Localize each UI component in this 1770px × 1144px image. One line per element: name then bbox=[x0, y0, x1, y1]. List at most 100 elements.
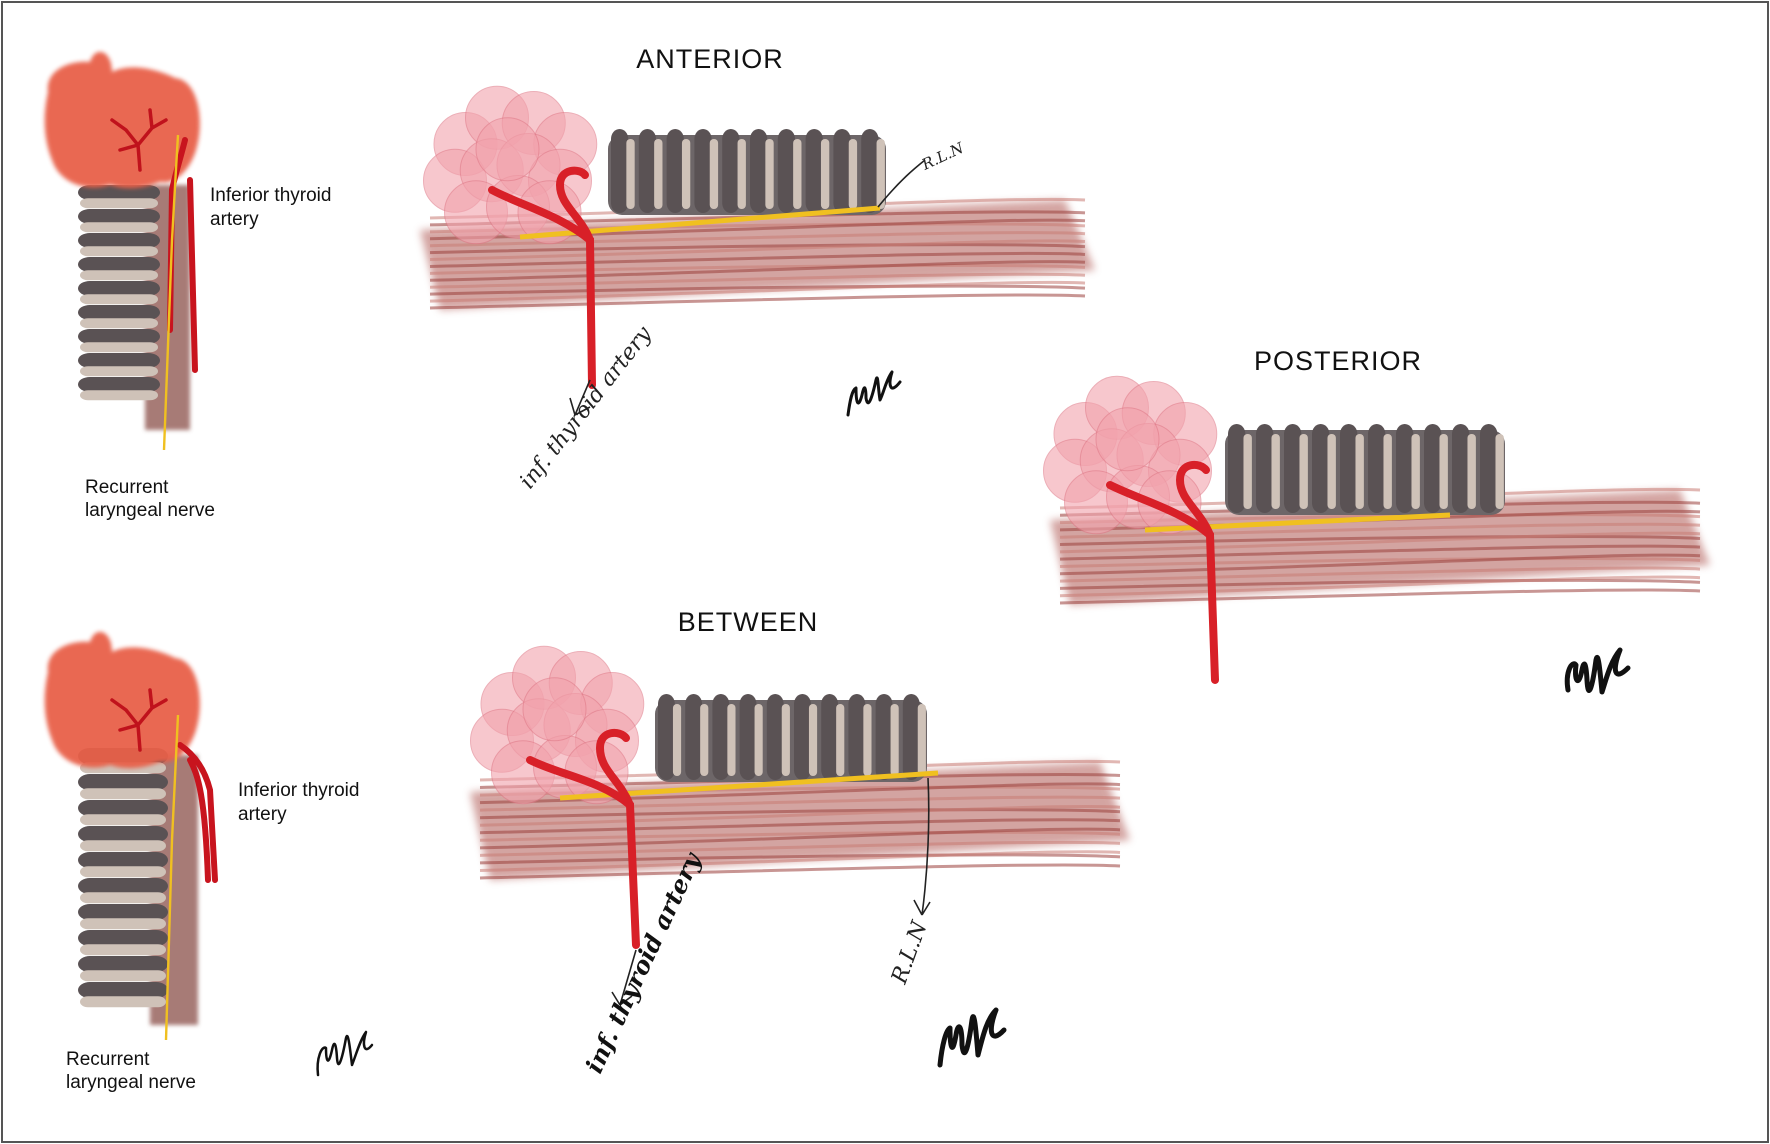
muscle-fiber bbox=[479, 830, 1121, 842]
cartilage-gap bbox=[781, 704, 790, 776]
nerve-label-line-2: laryngeal nerve bbox=[85, 500, 215, 521]
cartilage-gap bbox=[727, 704, 736, 776]
muscle-fiber bbox=[429, 260, 1086, 282]
muscle-fiber bbox=[429, 239, 1086, 262]
trachea-ring-dark bbox=[78, 233, 160, 248]
muscle-fiber bbox=[479, 863, 1121, 880]
cartilage-ring bbox=[658, 694, 675, 780]
cartilage-gap bbox=[1299, 434, 1308, 509]
cartilage-ring bbox=[750, 129, 768, 213]
muscle-fiber bbox=[479, 853, 1121, 865]
trachea-ring-dark bbox=[78, 878, 168, 895]
trachea-ring-dark bbox=[78, 826, 168, 843]
cartilage-ring bbox=[1312, 424, 1330, 513]
artery-leader-arrow bbox=[569, 379, 591, 416]
nerve-label-line-2: laryngeal nerve bbox=[66, 1072, 196, 1093]
cartilage-gap bbox=[890, 704, 899, 776]
muscle-fiber bbox=[429, 293, 1086, 310]
recurrent-laryngeal-nerve bbox=[164, 714, 180, 1041]
artery-leader-arrow bbox=[611, 949, 637, 1006]
thyroid-artery-branches bbox=[110, 688, 168, 752]
cartilage-gap bbox=[917, 704, 926, 776]
cartilage-ring bbox=[638, 129, 657, 213]
cartilage-gap bbox=[700, 704, 709, 776]
cartilage-gap bbox=[1355, 434, 1364, 509]
thyroid-gland bbox=[44, 51, 200, 189]
trachea-ring-light bbox=[80, 246, 158, 257]
trachea-ring-light bbox=[80, 390, 158, 401]
trachea-cartilage bbox=[655, 694, 927, 782]
nerve-label-line-1: Recurrent bbox=[85, 477, 169, 498]
trachea-cartilage bbox=[1225, 424, 1505, 515]
trachea-ring-dark bbox=[78, 353, 160, 368]
artery-label-line-1: Inferior thyroid bbox=[210, 185, 331, 206]
anterior-view: inf. thyroid artery R.L.N bbox=[420, 85, 1095, 494]
trachea-ring-dark bbox=[78, 281, 160, 296]
trachea-ring-dark bbox=[78, 982, 168, 999]
cartilage-gap bbox=[1495, 434, 1504, 509]
trachea-ring-light bbox=[80, 270, 158, 281]
side-view-1-trachea bbox=[78, 185, 190, 430]
anterior-title: ANTERIOR bbox=[636, 44, 784, 74]
cartilage-gap bbox=[1439, 434, 1448, 509]
cartilage-gap bbox=[1411, 434, 1420, 509]
recurrent-laryngeal-nerve bbox=[162, 134, 180, 451]
cartilage-gap bbox=[1467, 434, 1476, 509]
trachea-ring-light bbox=[80, 318, 158, 329]
trachea-ring-light bbox=[80, 970, 166, 982]
cartilage-ring bbox=[1228, 424, 1246, 513]
cartilage-gap bbox=[654, 139, 663, 209]
cartilage-gap bbox=[808, 704, 818, 776]
muscle-fiber bbox=[1059, 553, 1701, 576]
trachea-ring-dark bbox=[78, 956, 168, 973]
side-view-1: Inferior thyroid artery Recurrent laryng… bbox=[44, 51, 331, 521]
cartilage-gap bbox=[836, 704, 845, 776]
signature-mark bbox=[937, 1007, 1007, 1068]
cartilage-ring bbox=[1256, 424, 1274, 513]
trachea-ring-dark bbox=[78, 904, 168, 921]
signature-mark bbox=[316, 1030, 374, 1077]
artery-loop bbox=[595, 728, 634, 809]
cartilage-ring bbox=[833, 129, 851, 213]
thyroid-gland bbox=[44, 631, 200, 769]
muscle-fiber bbox=[479, 808, 1121, 820]
cartilage-ring bbox=[848, 694, 866, 780]
cartilage-gap bbox=[1383, 434, 1392, 509]
muscle-fiber bbox=[429, 272, 1086, 289]
cartilage-gap bbox=[1271, 434, 1280, 509]
cartilage-ring bbox=[1452, 424, 1470, 513]
artery-loop bbox=[1175, 460, 1214, 539]
thyroid-lobule bbox=[522, 677, 587, 742]
cartilage-ring bbox=[861, 129, 879, 213]
muscle-fiber bbox=[429, 251, 1086, 268]
signature-mark bbox=[1564, 647, 1631, 695]
cartilage-ring bbox=[712, 694, 730, 780]
muscle-fiber bbox=[1059, 566, 1701, 583]
cartilage-ring bbox=[685, 694, 703, 780]
cartilage-ring bbox=[821, 694, 839, 780]
muscle-fiber bbox=[429, 280, 1086, 303]
trachea-ring-dark bbox=[78, 305, 160, 320]
muscle-fiber bbox=[479, 805, 1121, 827]
trachea-cartilage bbox=[608, 129, 886, 215]
cartilage-ring bbox=[1368, 424, 1386, 513]
side-view-2-trachea bbox=[78, 748, 198, 1025]
between-view: inf. thyroid artery R.L.N bbox=[470, 645, 1130, 1078]
anterior-artery-note: inf. thyroid artery bbox=[515, 322, 657, 494]
trachea-ring-light bbox=[80, 944, 166, 956]
inferior-thyroid-artery bbox=[177, 742, 218, 883]
cartilage-gap bbox=[626, 139, 635, 209]
thyroid-lobules bbox=[470, 645, 645, 805]
nerve-leader-arrow bbox=[913, 777, 931, 916]
cartilage-gap bbox=[1243, 434, 1252, 509]
cartilage-gap bbox=[863, 704, 872, 776]
cartilage-gap bbox=[1327, 434, 1336, 509]
cartilage-ring bbox=[694, 129, 712, 213]
between-title: BETWEEN bbox=[678, 607, 819, 637]
posterior-view bbox=[1043, 375, 1710, 695]
cartilage-ring bbox=[766, 694, 784, 780]
artery-label-line-2: artery bbox=[210, 209, 259, 230]
cartilage-ring bbox=[875, 694, 893, 780]
cartilage-ring bbox=[902, 694, 920, 780]
